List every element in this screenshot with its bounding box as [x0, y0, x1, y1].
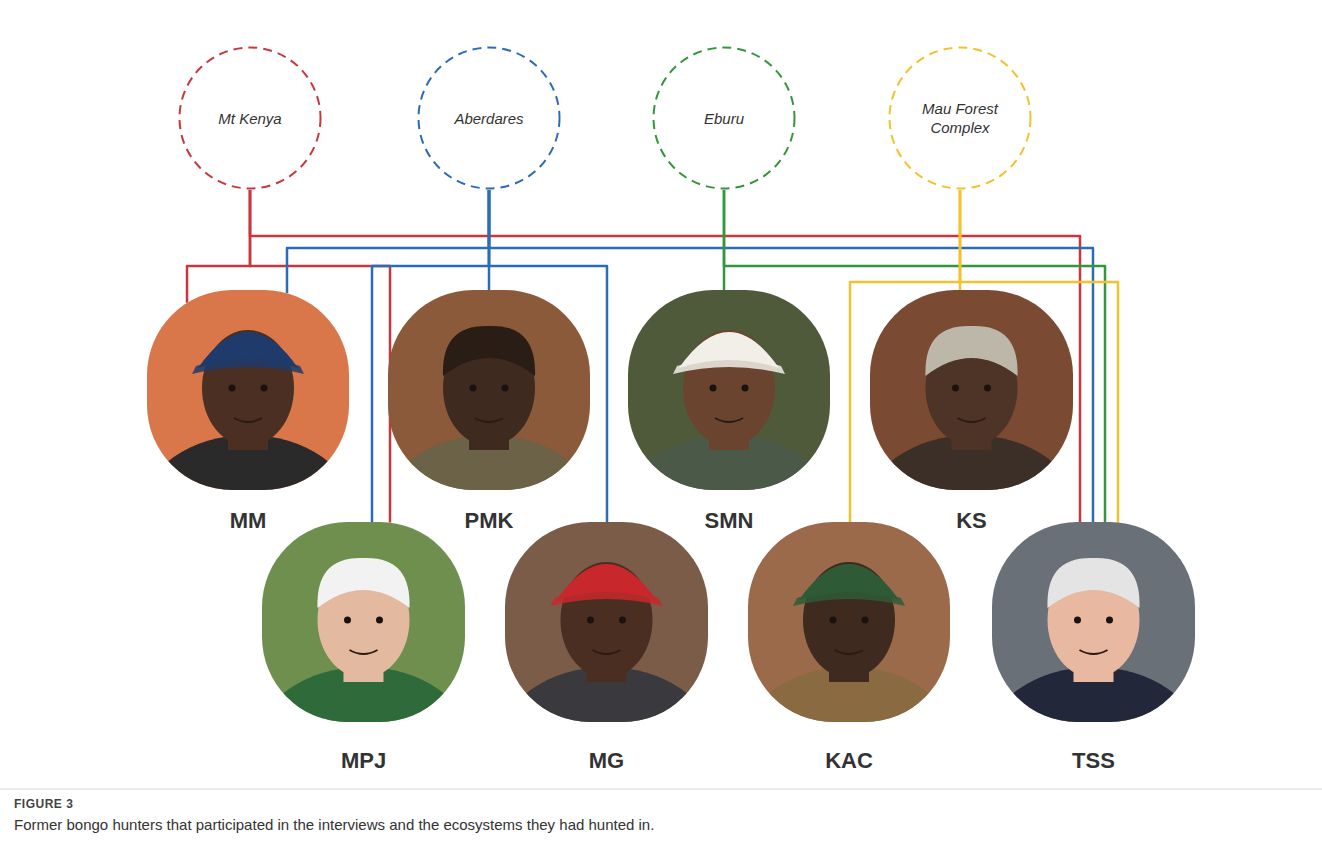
portrait-photo — [388, 290, 590, 490]
hunter-initials: MM — [230, 508, 267, 533]
ecosystem-name: Mau Forest Complex — [908, 99, 1012, 137]
portrait-figure — [147, 290, 349, 490]
hunter-initials: KS — [956, 508, 987, 533]
caption-text: Former bongo hunters that participated i… — [14, 816, 654, 833]
portrait-figure — [628, 290, 830, 490]
ecosystem-circle: Eburu — [652, 46, 796, 190]
text-holder: Mt Kenya — [178, 46, 322, 190]
figure-number-text: FIGURE 3 — [14, 797, 73, 811]
portrait-photo — [505, 522, 708, 722]
ecosystem-name: Eburu — [672, 109, 776, 128]
hunter-portrait: KS — [870, 290, 1073, 490]
hunter-initials: PMK — [465, 508, 514, 533]
circle-outline — [890, 48, 1031, 189]
ecosystem-circle: Mau Forest Complex — [888, 46, 1032, 190]
hunter-initials: KAC — [825, 748, 873, 773]
circle-outline — [180, 48, 321, 189]
label-holder: MG — [485, 748, 728, 774]
portrait-figure — [388, 290, 590, 490]
ecosystem-name: Mt Kenya — [198, 109, 302, 128]
text-holder: Mau Forest Complex — [888, 46, 1032, 190]
label-holder: TSS — [972, 748, 1215, 774]
hunter-initials: MPJ — [341, 748, 386, 773]
hunter-portrait: SMN — [628, 290, 830, 490]
ecosystem-name: Aberdares — [437, 109, 541, 128]
circle-outline — [654, 48, 795, 189]
portrait-photo — [748, 522, 950, 722]
hunter-portrait: PMK — [388, 290, 590, 490]
dashed-circle — [888, 46, 1032, 190]
connector-line — [287, 190, 489, 293]
ecosystem-circle: Mt Kenya — [178, 46, 322, 190]
hunter-portrait: MPJ — [262, 522, 465, 722]
label-holder: KAC — [728, 748, 970, 774]
hunter-initials: TSS — [1072, 748, 1115, 773]
portrait-figure — [505, 522, 708, 722]
text-holder: Eburu — [652, 46, 796, 190]
portrait-figure — [870, 290, 1073, 490]
hunter-portrait: MG — [505, 522, 708, 722]
label-holder: MPJ — [242, 748, 485, 774]
caption-rule — [0, 789, 1322, 790]
figure-caption: Former bongo hunters that participated i… — [14, 816, 654, 833]
text-holder: Aberdares — [417, 46, 561, 190]
hunter-portrait: MM — [147, 290, 349, 490]
portrait-figure — [992, 522, 1195, 722]
ecosystem-circle: Aberdares — [417, 46, 561, 190]
hunter-initials: MG — [589, 748, 624, 773]
hunter-initials: SMN — [705, 508, 754, 533]
hunter-portrait: KAC — [748, 522, 950, 722]
portrait-photo — [147, 290, 349, 490]
portrait-photo — [628, 290, 830, 490]
connector-line — [187, 190, 250, 303]
portrait-photo — [262, 522, 465, 722]
portrait-figure — [748, 522, 950, 722]
figure-number: FIGURE 3 — [14, 797, 73, 811]
hunter-portrait: TSS — [992, 522, 1195, 722]
portrait-figure — [262, 522, 465, 722]
circle-outline — [419, 48, 560, 189]
portrait-photo — [992, 522, 1195, 722]
portrait-photo — [870, 290, 1073, 490]
